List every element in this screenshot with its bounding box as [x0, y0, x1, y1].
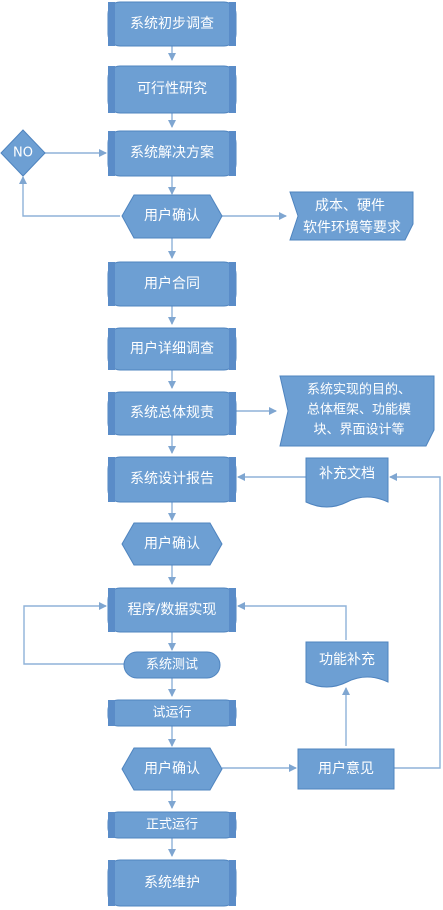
- node-label: 程序/数据实现: [128, 602, 217, 618]
- process-系统初步调查: 系统初步调查: [107, 1, 237, 47]
- decision-用户确认-2: 用户确认: [121, 522, 223, 566]
- document-功能补充: 功能补充: [305, 641, 389, 688]
- edge-test-loop: [23, 602, 124, 665]
- process-系统设计报告: 系统设计报告: [107, 456, 237, 503]
- node-label: 系统初步调查: [130, 15, 214, 32]
- node-label: 用户意见: [318, 760, 374, 777]
- node-label: 系统维护: [144, 875, 200, 891]
- process-系统解决方案: 系统解决方案: [107, 130, 237, 177]
- node-label: 总体框架、功能模: [307, 403, 411, 418]
- node-label: 系统测试: [146, 658, 198, 673]
- decision-no: NO: [0, 129, 46, 177]
- process-可行性研究: 可行性研究: [107, 65, 237, 114]
- process-程序数据实现: 程序/数据实现: [107, 587, 237, 633]
- node-label: 功能补充: [319, 652, 375, 668]
- node-label: 可行性研究: [137, 81, 207, 97]
- process-系统测试: 系统测试: [123, 651, 221, 679]
- edge-function-impl: [237, 602, 347, 640]
- process-用户意见: 用户意见: [297, 748, 395, 790]
- connectors: [19, 46, 441, 857]
- document-补充文档: 补充文档: [305, 457, 389, 508]
- edge-feedback-doc: [389, 473, 441, 769]
- process-正式运行: 正式运行: [107, 811, 237, 839]
- node-label: 用户确认: [144, 760, 200, 777]
- node-label: 成本、硬件: [315, 198, 385, 214]
- process-用户合同: 用户合同: [107, 261, 237, 307]
- decision-用户确认-3: 用户确认: [121, 747, 223, 791]
- process-用户详细调查: 用户详细调查: [107, 327, 237, 371]
- node-label: 正式运行: [146, 818, 198, 833]
- node-label: 系统设计报告: [130, 471, 214, 487]
- node-label: 补充文档: [319, 466, 375, 482]
- node-label: 用户确认: [144, 535, 200, 552]
- node-label: 用户合同: [144, 275, 200, 292]
- decision-用户确认-1: 用户确认: [121, 194, 223, 239]
- node-label: 试运行: [152, 706, 191, 721]
- node-label: 系统解决方案: [130, 144, 214, 161]
- node-label: 软件环境等要求: [303, 219, 401, 236]
- output-requirements: 成本、硬件 软件环境等要求: [289, 191, 414, 241]
- node-label: 用户详细调查: [130, 340, 214, 357]
- node-label: 系统实现的目的、: [307, 382, 411, 398]
- node-label: 系统总体规责: [130, 405, 214, 421]
- edge-confirm-no: [19, 176, 120, 217]
- node-label: NO: [13, 146, 33, 161]
- node-label: 用户确认: [144, 207, 200, 224]
- node-label: 块、界面设计等: [313, 422, 404, 438]
- output-design-description: 系统实现的目的、 总体框架、功能模 块、界面设计等: [279, 375, 435, 447]
- process-试运行: 试运行: [107, 699, 237, 727]
- process-系统维护: 系统维护: [107, 859, 237, 907]
- process-系统总体规责: 系统总体规责: [107, 391, 237, 436]
